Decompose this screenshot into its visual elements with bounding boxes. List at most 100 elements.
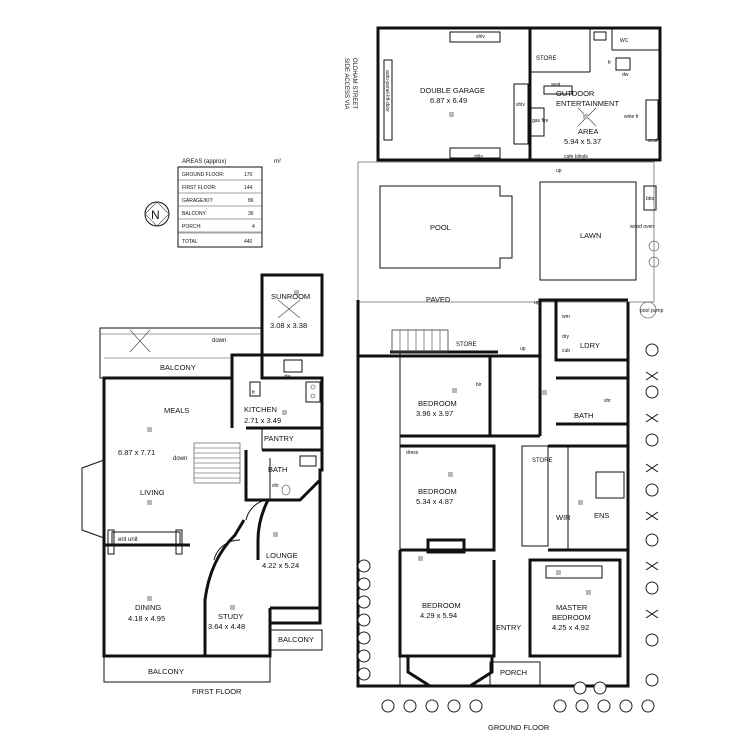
label-store-top: STORE xyxy=(536,56,557,62)
label-bedroom-3-size: 4.29 x 5.94 xyxy=(420,611,457,620)
label-wc: WC xyxy=(620,38,629,44)
areas-row-value: 144 xyxy=(244,185,253,191)
label-paved: PAVED xyxy=(426,295,451,304)
label-auto-door: auto-panel-lift-door xyxy=(384,70,390,112)
label-garage: DOUBLE GARAGE xyxy=(420,86,485,95)
label-master-size: 4.25 x 4.92 xyxy=(552,623,589,632)
label-ent-unit: ent unit xyxy=(118,537,138,543)
label-down-2: down xyxy=(173,456,187,462)
label-bir: bir xyxy=(476,382,482,388)
street-line-1: SIDE ACCESS VIA xyxy=(343,58,349,109)
first-floor-plan xyxy=(81,273,324,683)
areas-row-label: GROUND FLOOR: xyxy=(182,172,224,178)
label-pool-pump: pool pump xyxy=(640,308,664,314)
label-cafe-blinds: cafe blinds xyxy=(564,154,588,160)
compass-letter: N xyxy=(151,208,160,222)
label-porch: PORCH xyxy=(500,668,527,677)
label-outdoor-line1: OUTDOOR xyxy=(556,89,595,98)
label-dress: dress xyxy=(406,450,419,456)
label-kitchen: KITCHEN xyxy=(244,405,277,414)
label-fr: fr xyxy=(608,60,611,66)
label-kitchen-size: 2.71 x 3.49 xyxy=(244,416,281,425)
label-gas-fire: gas fire xyxy=(532,118,549,124)
label-entry: ENTRY xyxy=(496,623,521,632)
label-wir: WIR xyxy=(556,513,571,522)
areas-row-value: 86 xyxy=(248,198,254,204)
label-dry: dry xyxy=(562,334,569,340)
label-meals: MEALS xyxy=(164,406,189,415)
label-shr: shr xyxy=(272,483,279,489)
label-lounge-size: 4.22 x 5.24 xyxy=(262,561,299,570)
areas-title: AREAS (approx) xyxy=(182,159,226,165)
label-seat-side: seat xyxy=(648,138,658,144)
label-bath: BATH xyxy=(574,411,593,420)
label-ground-floor: GROUND FLOOR xyxy=(488,723,550,732)
label-wm: wm xyxy=(562,314,570,320)
label-ldry: LDRY xyxy=(580,341,600,350)
label-bedroom-1: BEDROOM xyxy=(418,399,457,408)
label-cub: cub xyxy=(562,348,570,354)
label-sunroom: SUNROOM xyxy=(271,292,310,301)
label-dw: dw xyxy=(622,72,629,78)
label-outdoor-size: 5.94 x 5.37 xyxy=(564,137,601,146)
label-fr: fr xyxy=(252,390,255,396)
label-wood-oven: wood oven xyxy=(630,224,654,230)
label-shlv-side: shlv xyxy=(516,102,525,108)
label-up-2: up xyxy=(534,300,540,306)
ground-floor-plan xyxy=(356,26,662,713)
label-garage-size: 6.87 x 6.49 xyxy=(430,96,467,105)
label-study: STUDY xyxy=(218,612,243,621)
areas-row-value: 440 xyxy=(244,239,253,245)
label-up-3: up xyxy=(520,346,526,352)
label-shlv-top: shlv xyxy=(476,34,485,40)
label-shlv-bottom: shlv xyxy=(474,154,483,160)
street-line-2: OLDHAM STREET xyxy=(351,58,357,109)
label-meals-size: 6.87 x 7.71 xyxy=(118,448,155,457)
label-pool: POOL xyxy=(430,223,451,232)
areas-table: AREAS (approx) m² GROUND FLOOR: 170 FIRS… xyxy=(177,159,281,248)
areas-row-label: GARAGE/KIT: xyxy=(182,198,213,204)
areas-row-value: 36 xyxy=(248,211,254,217)
label-pantry: PANTRY xyxy=(264,434,294,443)
areas-row-label: BALCONY: xyxy=(182,211,207,217)
label-outdoor-line2: ENTERTAINMENT xyxy=(556,99,619,108)
areas-row-value: 170 xyxy=(244,172,253,178)
label-up-1: up xyxy=(556,168,562,174)
label-first-floor: FIRST FLOOR xyxy=(192,687,242,696)
label-bedroom-3: BEDROOM xyxy=(422,601,461,610)
label-store-mid: STORE xyxy=(456,342,477,348)
label-ens: ENS xyxy=(594,511,609,520)
label-dining-size: 4.18 x 4.95 xyxy=(128,614,165,623)
label-balcony-bottom: BALCONY xyxy=(148,667,184,676)
label-master-line2: BEDROOM xyxy=(552,613,591,622)
label-sunroom-size: 3.08 x 3.38 xyxy=(270,321,307,330)
areas-row-label: TOTAL xyxy=(182,239,198,245)
label-wine-fr: wine fr xyxy=(624,114,639,120)
street-label: SIDE ACCESS VIA OLDHAM STREET xyxy=(343,58,357,109)
label-living: LIVING xyxy=(140,488,165,497)
areas-row-label: PORCH: xyxy=(182,224,201,230)
label-down: down xyxy=(212,338,226,344)
areas-row-value: 4 xyxy=(252,224,255,230)
label-dw: dw xyxy=(284,374,291,380)
label-lawn: LAWN xyxy=(580,231,601,240)
areas-row-label: FIRST FLOOR: xyxy=(182,185,216,191)
label-balcony-top: BALCONY xyxy=(160,363,196,372)
areas-unit: m² xyxy=(274,159,281,165)
label-seat-top: seat xyxy=(551,82,561,88)
label-store-hall: STORE xyxy=(532,458,553,464)
label-bbq: bbq xyxy=(646,196,655,202)
label-dining: DINING xyxy=(135,603,161,612)
label-study-size: 3.64 x 4.48 xyxy=(208,622,245,631)
label-master-line1: MASTER xyxy=(556,603,588,612)
label-bedroom-1-size: 3.96 x 3.97 xyxy=(416,409,453,418)
label-shr: shr xyxy=(604,398,611,404)
label-lounge: LOUNGE xyxy=(266,551,298,560)
label-balcony-right: BALCONY xyxy=(278,635,314,644)
label-outdoor-line3: AREA xyxy=(578,127,598,136)
label-bedroom-2: BEDROOM xyxy=(418,487,457,496)
north-compass-icon: N xyxy=(144,201,170,227)
label-bedroom-2-size: 5.34 x 4.87 xyxy=(416,497,453,506)
label-bath: BATH xyxy=(268,465,287,474)
